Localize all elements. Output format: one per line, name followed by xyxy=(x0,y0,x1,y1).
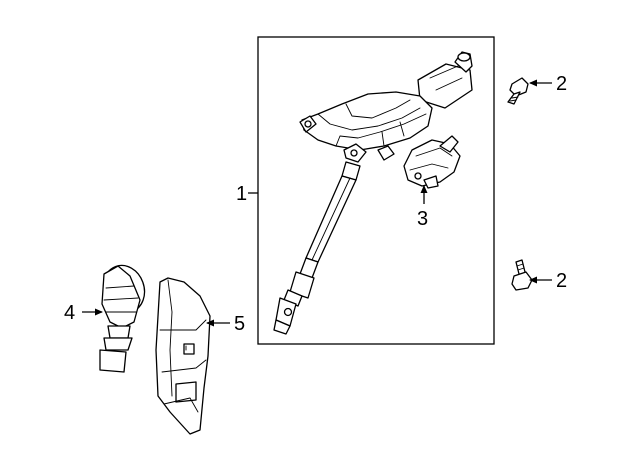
callout-1: 1 xyxy=(236,183,247,205)
steering-boot[interactable] xyxy=(97,260,151,373)
callout-2-lower: 2 xyxy=(556,270,567,292)
steering-column[interactable] xyxy=(273,51,473,335)
callout-5: 5 xyxy=(234,313,245,335)
bolt-lower[interactable] xyxy=(511,259,533,291)
callout-2-upper: 2 xyxy=(556,73,567,95)
callout-3: 3 xyxy=(417,208,428,230)
steering-lock-actuator[interactable] xyxy=(403,135,461,189)
callout-4: 4 xyxy=(64,302,75,324)
steering-column-frame xyxy=(257,36,495,345)
bolt-upper[interactable] xyxy=(507,77,529,105)
column-shroud[interactable] xyxy=(155,277,211,435)
